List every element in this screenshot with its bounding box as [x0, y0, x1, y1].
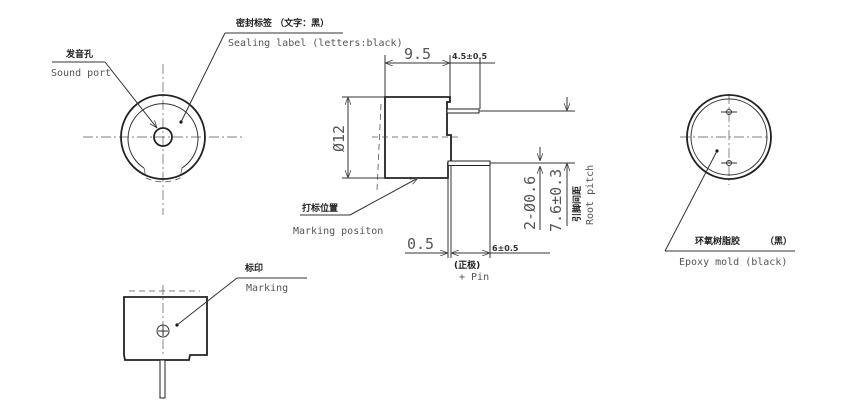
dim-pos-pin: 6±0.5	[492, 244, 519, 253]
pitch-label: Root pitch	[585, 165, 596, 225]
back-view: 环氧树脂胶 （黑） Epoxy mold (black)	[664, 94, 795, 268]
marking-position-cn: 打标位置	[302, 202, 338, 214]
sealing-label: Sealing label (letters:black)	[228, 38, 403, 49]
sound-port-label-cn: 发音孔	[65, 48, 93, 60]
front-view: 发音孔 Sound port 密封标签 （文字：黑） Sealing label…	[51, 17, 403, 215]
sound-port-label: Sound port	[51, 68, 111, 79]
marking-label-cn: 标印	[244, 262, 263, 274]
pos-pin-label: + Pin	[459, 272, 489, 283]
side-view: 9.5 4.5±0.5 Ø12 打标位置 Marking positon 7.6…	[293, 45, 596, 283]
dim-pitch: 7.6±0.3	[547, 169, 565, 232]
marking-label: Marking	[246, 283, 288, 294]
dim-length: 9.5	[404, 45, 431, 63]
sealing-label-cn: 密封标签 （文字：黑）	[235, 17, 329, 29]
dim-pin-length: 4.5±0.5	[452, 52, 487, 61]
epoxy-label-cn: 环氧树脂胶	[695, 235, 740, 247]
marking-position-label: Marking positon	[293, 226, 383, 237]
pitch-label-cn: 引脚间距	[571, 186, 583, 222]
pos-pin-cn: (正极)	[454, 259, 480, 271]
dim-diameter: Ø12	[330, 125, 348, 152]
bottom-view: 标印 Marking	[123, 262, 307, 399]
dim-offset: 0.5	[407, 235, 434, 253]
dim-pin-diameter: 2-Ø0.6	[521, 176, 539, 230]
epoxy-color-cn: （黑）	[765, 236, 792, 247]
epoxy-label: Epoxy mold (black)	[679, 257, 787, 268]
